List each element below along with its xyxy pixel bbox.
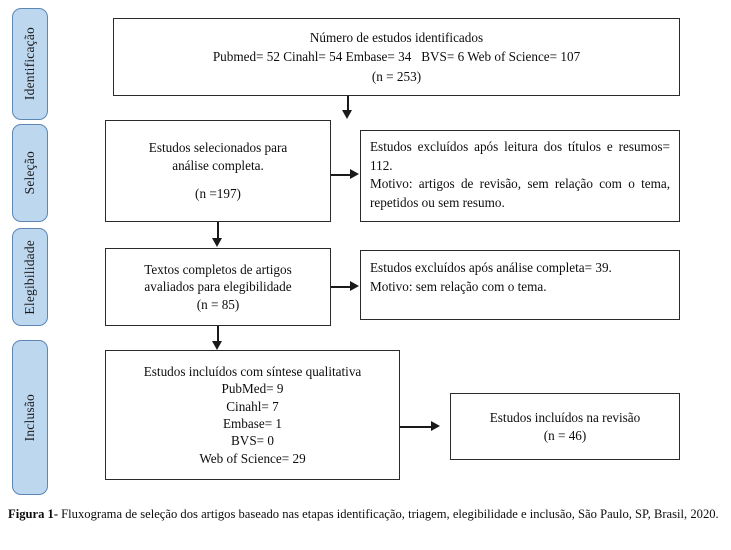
- node-incluidos-sintese-line6: Web of Science= 29: [199, 450, 306, 466]
- connector-textos-completos-to-excluidos-analise-line: [331, 286, 351, 288]
- node-box-textos-completos: Textos completos de artigos avaliados pa…: [105, 248, 331, 326]
- arrow-down-icon-textos-completos-to-incluidos-sintese: [212, 341, 222, 350]
- stage-label-selecao: Seleção: [12, 124, 48, 222]
- node-incluidos-revisao-line1: Estudos incluídos na revisão: [489, 410, 641, 426]
- node-incluidos-sintese-line1: Estudos incluídos com síntese qualitativ…: [143, 363, 362, 379]
- node-identificados-line2: Pubmed= 52 Cinahl= 54 Embase= 34 BVS= 6 …: [212, 49, 581, 65]
- figure-caption-label: Figura 1-: [8, 507, 59, 521]
- arrow-down-icon-identificados-to-selecionados: [342, 110, 352, 119]
- stage-label-elegibilidade: Elegibilidade: [12, 228, 48, 326]
- node-textos-completos-line3: (n = 85): [196, 296, 240, 312]
- stage-label-elegibilidade-text: Elegibilidade: [22, 239, 38, 315]
- node-box-estudos-excluidos-analise: Estudos excluídos após análise completa=…: [360, 250, 680, 320]
- figure-caption: Figura 1- Fluxograma de seleção dos arti…: [8, 505, 724, 524]
- node-incluidos-sintese-line5: BVS= 0: [231, 433, 274, 449]
- node-identificados-line1: Número de estudos identificados: [309, 30, 484, 46]
- node-box-estudos-selecionados: Estudos selecionados para análise comple…: [105, 120, 331, 222]
- connector-selecionados-to-textos-completos-line: [217, 222, 219, 239]
- node-box-estudos-excluidos-titulos: Estudos excluídos após leitura dos títul…: [360, 130, 680, 222]
- node-incluidos-sintese-line4: Embase= 1: [222, 416, 283, 431]
- node-textos-completos-line2: avaliados para elegibilidade: [144, 279, 292, 295]
- node-incluidos-sintese-line2: PubMed= 9: [221, 381, 284, 397]
- arrow-right-icon-incluidos-sintese-to-incluidos-revisao: [431, 421, 440, 431]
- node-excluidos-analise-line1: Estudos excluídos após análise completa=…: [370, 260, 612, 275]
- node-box-estudos-identificados: Número de estudos identificados Pubmed= …: [113, 18, 680, 96]
- connector-selecionados-to-excluidos-titulos-line: [331, 174, 351, 176]
- node-box-estudos-incluidos-sintese: Estudos incluídos com síntese qualitativ…: [105, 350, 400, 480]
- connector-identificados-to-selecionados-line: [347, 96, 349, 111]
- stage-label-identificacao: Identificação: [12, 8, 48, 120]
- node-selecionados-line3: (n =197): [195, 186, 241, 202]
- node-box-estudos-incluidos-revisao: Estudos incluídos na revisão (n = 46): [450, 393, 680, 460]
- node-excluidos-analise-line2: Motivo: sem relação com o tema.: [370, 278, 547, 294]
- node-excluidos-titulos-line1: Estudos excluídos após leitura dos títul…: [370, 139, 670, 173]
- node-selecionados-line2: análise completa.: [172, 157, 264, 173]
- connector-incluidos-sintese-to-incluidos-revisao-line: [400, 426, 432, 428]
- node-incluidos-sintese-line3: Cinahl= 7: [226, 398, 279, 414]
- stage-label-identificacao-text: Identificação: [22, 27, 38, 101]
- node-excluidos-titulos-line2: Motivo: artigos de revisão, sem relação …: [370, 176, 670, 211]
- node-identificados-line3: (n = 253): [371, 68, 422, 84]
- arrow-right-icon-textos-completos-to-excluidos-analise: [350, 281, 359, 291]
- stage-label-selecao-text: Seleção: [22, 151, 38, 195]
- stage-label-inclusao: Inclusão: [12, 340, 48, 495]
- arrow-down-icon-selecionados-to-textos-completos: [212, 238, 222, 247]
- stage-label-inclusao-text: Inclusão: [22, 393, 38, 442]
- figure-caption-text: Fluxograma de seleção dos artigos basead…: [58, 507, 719, 521]
- connector-textos-completos-to-incluidos-sintese-line: [217, 326, 219, 342]
- node-textos-completos-line1: Textos completos de artigos: [144, 261, 292, 277]
- node-selecionados-line1: Estudos selecionados para: [148, 140, 288, 156]
- node-incluidos-revisao-line2: (n = 46): [543, 427, 587, 443]
- arrow-right-icon-selecionados-to-excluidos-titulos: [350, 169, 359, 179]
